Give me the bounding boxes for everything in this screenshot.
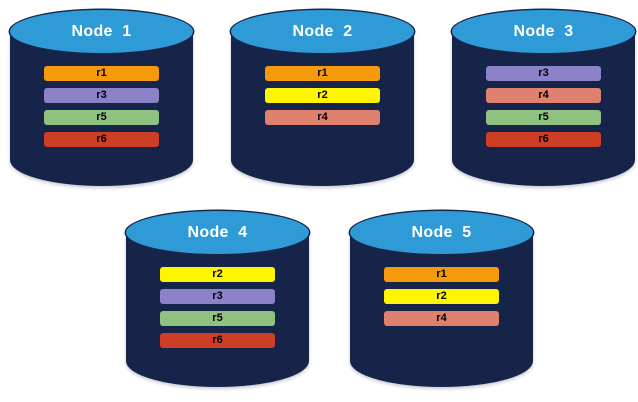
database-node-cylinder[interactable]: Node 3 r3 r4 r5 r6	[452, 10, 635, 186]
replica-bar[interactable]: r5	[160, 311, 275, 326]
replica-bar[interactable]: r4	[384, 311, 499, 326]
cylinder-top-ellipse	[452, 10, 635, 53]
replica-bar[interactable]: r4	[265, 110, 380, 125]
node-title: Node 1	[71, 22, 132, 40]
database-node-cylinder[interactable]: Node 2 r1 r2 r4	[231, 10, 414, 186]
replica-bar[interactable]: r6	[160, 333, 275, 348]
cylinder-top-ellipse	[10, 10, 193, 53]
replica-bar[interactable]: r1	[384, 267, 499, 282]
replica-bar[interactable]: r5	[486, 110, 601, 125]
replica-list: r1 r2 r4	[265, 66, 380, 125]
node-title: Node 5	[411, 223, 472, 241]
replica-bar[interactable]: r4	[486, 88, 601, 103]
replica-bar[interactable]: r2	[384, 289, 499, 304]
replica-bar[interactable]: r1	[44, 66, 159, 81]
replica-bar[interactable]: r6	[44, 132, 159, 147]
node-title: Node 2	[292, 22, 353, 40]
cylinder-top-ellipse	[231, 10, 414, 53]
cylinder-top-ellipse	[350, 211, 533, 254]
replica-list: r1 r3 r5 r6	[44, 66, 159, 147]
replica-list: r1 r2 r4	[384, 267, 499, 326]
replica-list: r2 r3 r5 r6	[160, 267, 275, 348]
cylinder-body	[350, 232, 533, 387]
replica-list: r3 r4 r5 r6	[486, 66, 601, 147]
replica-bar[interactable]: r5	[44, 110, 159, 125]
database-node-cylinder[interactable]: Node 4 r2 r3 r5 r6	[126, 211, 309, 387]
database-node-cylinder[interactable]: Node 5 r1 r2 r4	[350, 211, 533, 387]
replica-bar[interactable]: r3	[44, 88, 159, 103]
cylinder-body	[452, 31, 635, 186]
replica-bar[interactable]: r2	[265, 88, 380, 103]
node-title: Node 3	[513, 22, 574, 40]
replica-bar[interactable]: r1	[265, 66, 380, 81]
replica-bar[interactable]: r3	[160, 289, 275, 304]
cylinder-body	[231, 31, 414, 186]
replica-bar[interactable]: r2	[160, 267, 275, 282]
node-title: Node 4	[187, 223, 248, 241]
cylinder-top-ellipse	[126, 211, 309, 254]
database-node-cylinder[interactable]: Node 1 r1 r3 r5 r6	[10, 10, 193, 186]
replica-bar[interactable]: r6	[486, 132, 601, 147]
cylinder-body	[126, 232, 309, 387]
replica-bar[interactable]: r3	[486, 66, 601, 81]
cylinder-body	[10, 31, 193, 186]
